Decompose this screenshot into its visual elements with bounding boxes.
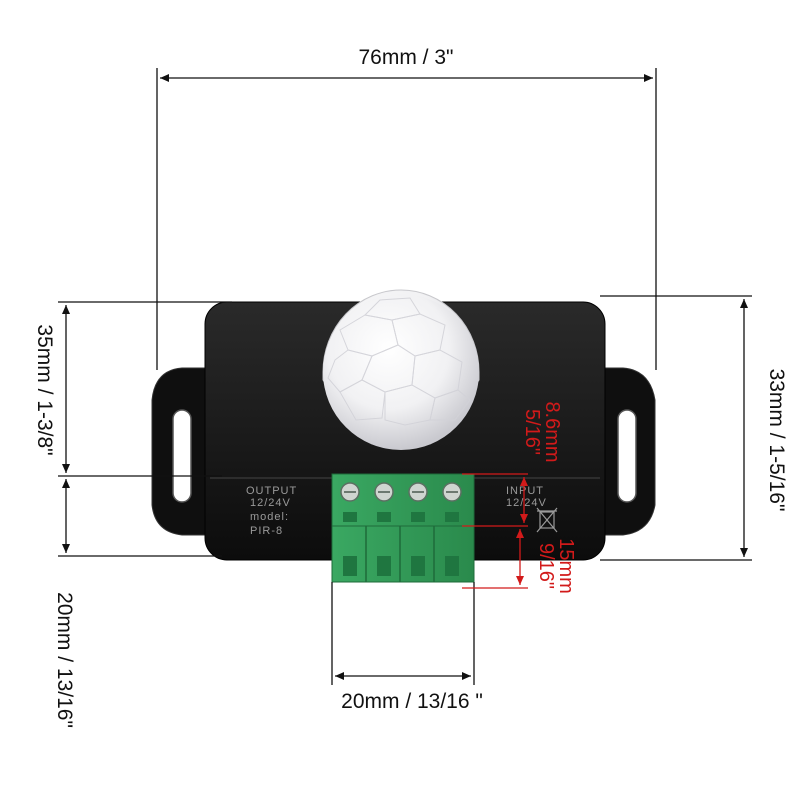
model-value: PIR-8 — [250, 525, 283, 537]
input-label-group: INPUT 12/24V — [506, 485, 547, 509]
width-top-label: 76mm / 3" — [359, 46, 454, 69]
dimension-lines — [58, 68, 752, 685]
height-left-label: 35mm / 1-3/8" — [33, 324, 56, 455]
terminal-depth-in: 9/16" — [535, 543, 557, 589]
terminal-height-left-label: 20mm / 13/16" — [53, 592, 76, 728]
dome-offset-label: 8.6mm 5/16" — [521, 401, 563, 462]
pir-dome — [322, 289, 480, 450]
pir-sensor-device: OUTPUT 12/24V model: PIR-8 INPUT 12/24V — [151, 289, 656, 583]
dome-offset-mm: 8.6mm — [541, 401, 563, 462]
dome-offset-in: 5/16" — [521, 409, 543, 455]
height-right-label: 33mm / 1-5/16" — [765, 369, 788, 512]
input-voltage: 12/24V — [506, 497, 547, 509]
input-label: INPUT — [506, 485, 544, 497]
terminal-width-bottom-label: 20mm / 13/16 " — [341, 690, 483, 713]
output-label-group: OUTPUT 12/24V model: PIR-8 — [246, 485, 297, 537]
model-label: model: — [250, 511, 289, 523]
right-mounting-slot — [617, 409, 637, 503]
left-mounting-slot — [172, 409, 192, 503]
terminal-depth-mm: 15mm — [555, 538, 577, 594]
output-label: OUTPUT — [246, 485, 297, 497]
red-dimension-lines — [462, 473, 528, 589]
output-voltage: 12/24V — [250, 497, 291, 509]
terminal-depth-label: 15mm 9/16" — [535, 538, 577, 594]
weee-bin-icon — [536, 507, 558, 533]
terminal-block — [331, 473, 475, 583]
terminal-screws — [340, 482, 462, 502]
